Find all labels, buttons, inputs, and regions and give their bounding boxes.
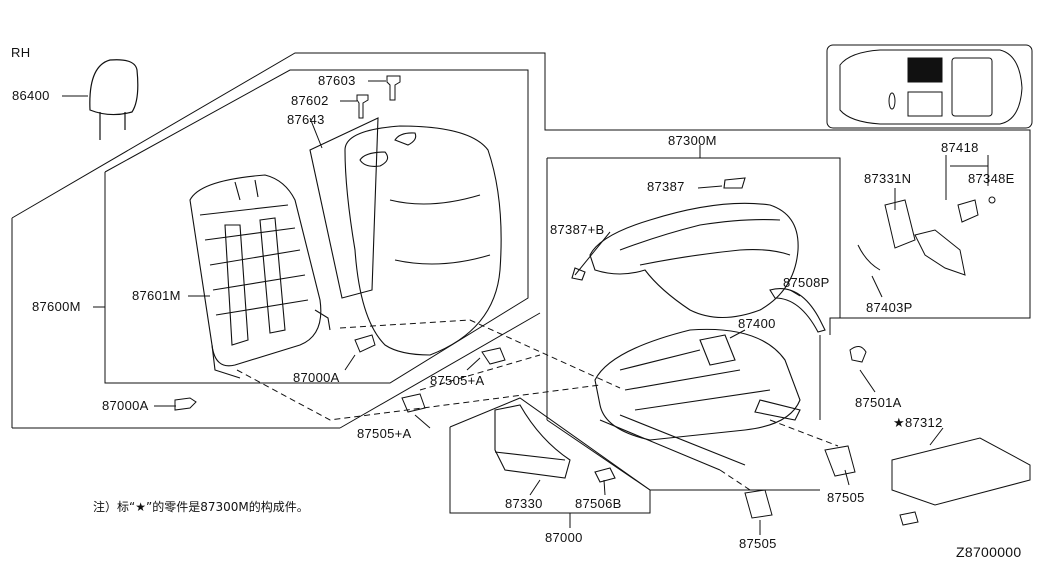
diagram-code: Z8700000 bbox=[956, 544, 1022, 560]
part-87312[interactable]: ★87312 bbox=[893, 415, 943, 430]
bolt-icon bbox=[175, 76, 400, 410]
car-locator-icon bbox=[827, 45, 1032, 128]
recliner-icon bbox=[858, 197, 995, 275]
rail-group-border bbox=[450, 398, 650, 513]
part-87602[interactable]: 87602 bbox=[291, 93, 329, 108]
part-87348E[interactable]: 87348E bbox=[968, 171, 1015, 186]
side-label: RH bbox=[11, 45, 31, 60]
part-87506B[interactable]: 87506B bbox=[575, 496, 622, 511]
part-87600M[interactable]: 87600M bbox=[32, 299, 81, 314]
part-87300M[interactable]: 87300M bbox=[668, 133, 717, 148]
part-87505A-upper[interactable]: 87505+A bbox=[430, 373, 485, 388]
part-87400[interactable]: 87400 bbox=[738, 316, 776, 331]
part-87501A[interactable]: 87501A bbox=[855, 395, 902, 410]
seatback-inner-border bbox=[105, 70, 528, 383]
part-87387B[interactable]: 87387+B bbox=[550, 222, 605, 237]
part-87000A-upper[interactable]: 87000A bbox=[293, 370, 340, 385]
footnote: 注）标“★”的零件是87300M的构成件。 bbox=[93, 500, 309, 514]
headrest-icon bbox=[90, 60, 138, 140]
clip-icon bbox=[402, 346, 866, 518]
part-87643[interactable]: 87643 bbox=[287, 112, 325, 127]
cover-panel-icon bbox=[892, 438, 1030, 525]
part-87000A-lower[interactable]: 87000A bbox=[102, 398, 149, 413]
part-87508P[interactable]: 87508P bbox=[783, 275, 830, 290]
part-87505A-lower[interactable]: 87505+A bbox=[357, 426, 412, 441]
part-87000[interactable]: 87000 bbox=[545, 530, 583, 545]
cushion-group-border bbox=[547, 158, 840, 318]
part-87505-bottom[interactable]: 87505 bbox=[739, 536, 777, 551]
part-87418[interactable]: 87418 bbox=[941, 140, 979, 155]
part-87331N[interactable]: 87331N bbox=[864, 171, 912, 186]
rail-cover-icon bbox=[495, 405, 615, 482]
part-87505-right[interactable]: 87505 bbox=[827, 490, 865, 505]
part-87387[interactable]: 87387 bbox=[647, 179, 685, 194]
part-87330[interactable]: 87330 bbox=[505, 496, 543, 511]
seatback-cover-icon bbox=[310, 118, 501, 355]
part-87603[interactable]: 87603 bbox=[318, 73, 356, 88]
part-87403P[interactable]: 87403P bbox=[866, 300, 913, 315]
seat-cushion-icon bbox=[572, 178, 798, 318]
part-86400[interactable]: 86400 bbox=[12, 88, 50, 103]
seat-frame-icon bbox=[595, 289, 825, 470]
seatback-frame-icon bbox=[190, 175, 330, 378]
seatback-group-border bbox=[12, 53, 1030, 335]
part-87601M[interactable]: 87601M bbox=[132, 288, 181, 303]
